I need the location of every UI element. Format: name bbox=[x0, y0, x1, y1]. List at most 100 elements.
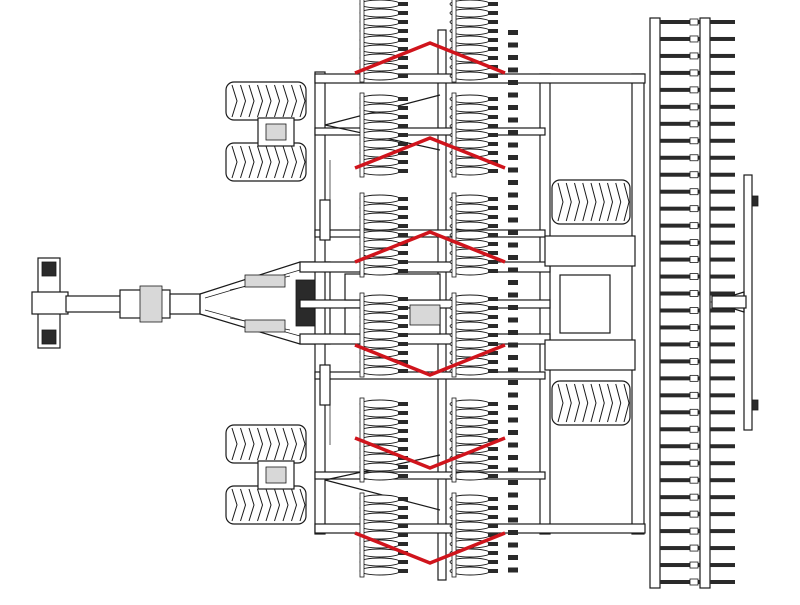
disc-blade bbox=[359, 139, 401, 149]
tine-clamp bbox=[689, 188, 699, 196]
tine-clamp bbox=[689, 544, 699, 552]
disc-shank bbox=[398, 11, 408, 15]
tine-clamp bbox=[689, 341, 699, 348]
disc-shank bbox=[398, 324, 408, 328]
harrow-tine bbox=[660, 189, 700, 194]
spring-tine bbox=[508, 442, 518, 448]
disc-blade bbox=[359, 366, 401, 376]
disc-blade bbox=[359, 521, 401, 531]
disc-shank bbox=[398, 420, 408, 424]
spring-tine bbox=[508, 117, 518, 123]
harrow-tine bbox=[710, 444, 735, 449]
spring-tine bbox=[508, 167, 518, 173]
harrow-tine bbox=[660, 342, 700, 347]
spring-tine bbox=[508, 192, 518, 198]
tine-clamp bbox=[689, 256, 699, 263]
disc-shank bbox=[398, 197, 408, 201]
harrow-tine bbox=[710, 478, 735, 483]
harrow-tine bbox=[710, 104, 735, 109]
harrow-tine bbox=[710, 580, 735, 584]
chevron-down-marker bbox=[354, 531, 506, 565]
disc-shank bbox=[398, 542, 408, 546]
tine-clamp bbox=[689, 120, 699, 128]
tine-clamp bbox=[689, 391, 699, 399]
disc-shank bbox=[398, 106, 408, 110]
tine-clamp bbox=[689, 510, 699, 518]
disc-shank bbox=[488, 402, 498, 406]
disc-shank bbox=[488, 369, 498, 373]
tine-clamp bbox=[689, 137, 699, 145]
disc-shank bbox=[398, 360, 408, 364]
tine-clamp bbox=[689, 205, 699, 213]
spring-tine bbox=[508, 130, 518, 135]
harrow-tine bbox=[660, 325, 700, 330]
harrow-tine bbox=[710, 325, 735, 330]
disc-shank bbox=[398, 115, 408, 119]
disc-shank bbox=[398, 20, 408, 24]
disc-shank bbox=[488, 560, 498, 564]
disc-shank bbox=[398, 569, 408, 573]
harrow-tine bbox=[710, 308, 735, 313]
disc-shank bbox=[488, 342, 498, 346]
tine-clamp bbox=[689, 493, 699, 501]
disc-shank bbox=[488, 474, 498, 478]
disc-shank bbox=[488, 506, 498, 510]
disc-shank bbox=[488, 497, 498, 501]
disc-blade bbox=[359, 8, 401, 18]
harrow-tine bbox=[660, 529, 700, 534]
disc-blade bbox=[359, 194, 401, 204]
chevron-down-marker bbox=[354, 343, 506, 377]
spring-tine bbox=[508, 330, 518, 335]
disc-blade bbox=[359, 417, 401, 427]
disc-blade bbox=[359, 408, 401, 418]
harrow-tine bbox=[660, 87, 700, 92]
disc-shank bbox=[488, 74, 498, 78]
disc-blade bbox=[359, 339, 401, 349]
disc-shank bbox=[488, 29, 498, 33]
harrow-tine bbox=[660, 20, 700, 24]
disc-shank bbox=[488, 251, 498, 255]
disc-shank bbox=[488, 269, 498, 273]
disc-shank bbox=[398, 315, 408, 319]
spring-tine bbox=[508, 530, 518, 535]
disc-shank bbox=[488, 515, 498, 519]
harrow-tine bbox=[660, 308, 700, 313]
spring-tine bbox=[508, 205, 518, 210]
disc-shank bbox=[488, 456, 498, 460]
disc-shank bbox=[488, 2, 498, 6]
disc-blade bbox=[359, 294, 401, 304]
disc-blade bbox=[359, 44, 401, 54]
harrow-tine bbox=[660, 461, 700, 466]
chevron-up-marker bbox=[354, 136, 506, 170]
tine-clamp bbox=[689, 171, 699, 179]
spring-tine bbox=[508, 142, 518, 148]
disc-blade bbox=[359, 221, 401, 231]
tine-clamp bbox=[689, 561, 699, 569]
disc-angle-markers bbox=[354, 41, 506, 565]
disc-shank bbox=[488, 551, 498, 555]
harrow-tine bbox=[660, 580, 700, 584]
harrow-tine bbox=[710, 359, 735, 364]
disc-shank bbox=[398, 533, 408, 537]
disc-blade bbox=[359, 471, 401, 481]
disc-shank bbox=[488, 306, 498, 310]
disc-shank bbox=[398, 474, 408, 478]
disc-shank bbox=[398, 402, 408, 406]
spring-tine bbox=[508, 555, 518, 560]
disc-shank bbox=[488, 242, 498, 246]
harrow-tine bbox=[710, 274, 735, 279]
disc-shank bbox=[398, 124, 408, 128]
disc-shank bbox=[488, 233, 498, 237]
disc-shank bbox=[398, 233, 408, 237]
harrow-tine bbox=[660, 444, 700, 449]
harrow-tine bbox=[660, 563, 700, 568]
harrow-tine bbox=[710, 376, 735, 381]
harrow-tine bbox=[710, 512, 735, 517]
disc-shank bbox=[488, 569, 498, 573]
disc-shank bbox=[398, 560, 408, 564]
spring-tine bbox=[508, 392, 518, 398]
spring-tine bbox=[508, 217, 518, 223]
harrow-tine bbox=[660, 495, 700, 500]
